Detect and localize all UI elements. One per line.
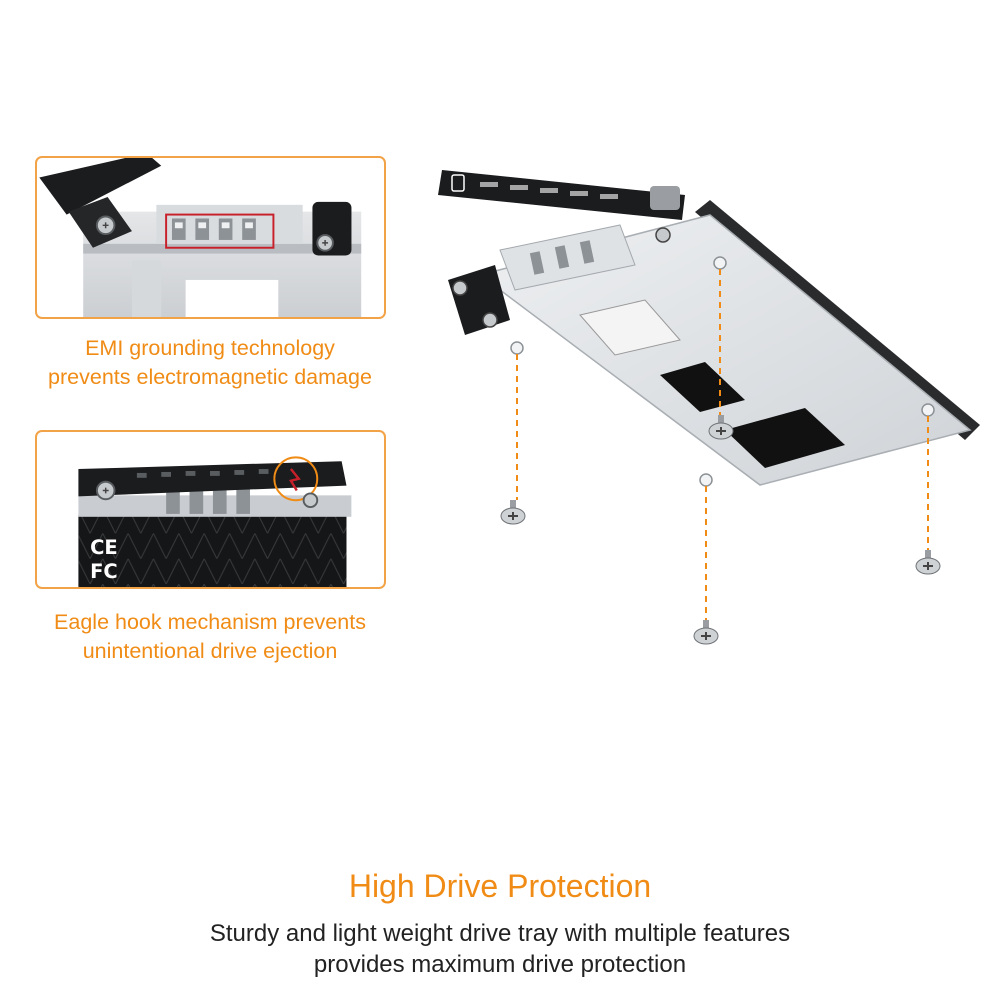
eagle-hook-panel: CE FC bbox=[35, 430, 386, 589]
emi-grounding-caption: EMI grounding technology prevents electr… bbox=[0, 334, 420, 392]
svg-text:CE: CE bbox=[90, 536, 118, 559]
hook-caption-line-1: Eagle hook mechanism prevents bbox=[54, 610, 366, 634]
emi-grounding-closeup-icon bbox=[39, 158, 362, 317]
headline: High Drive Protection bbox=[348, 868, 652, 904]
description-line-2: provides maximum drive protection bbox=[313, 951, 687, 978]
emi-grounding-panel bbox=[35, 156, 386, 319]
hook-caption-line-2: unintentional drive ejection bbox=[82, 639, 338, 663]
emi-caption-line-1: EMI grounding technology bbox=[85, 336, 335, 360]
eagle-hook-closeup-icon: CE FC bbox=[78, 456, 352, 587]
description-line-1: Sturdy and light weight drive tray with … bbox=[209, 920, 791, 947]
description: Sturdy and light weight drive tray with … bbox=[0, 918, 1000, 980]
svg-text:FC: FC bbox=[90, 560, 118, 583]
drive-tray-exploded-icon bbox=[438, 170, 980, 645]
eagle-hook-caption: Eagle hook mechanism prevents unintentio… bbox=[0, 608, 420, 666]
emi-caption-line-2: prevents electromagnetic damage bbox=[48, 365, 372, 389]
screws bbox=[500, 415, 941, 645]
